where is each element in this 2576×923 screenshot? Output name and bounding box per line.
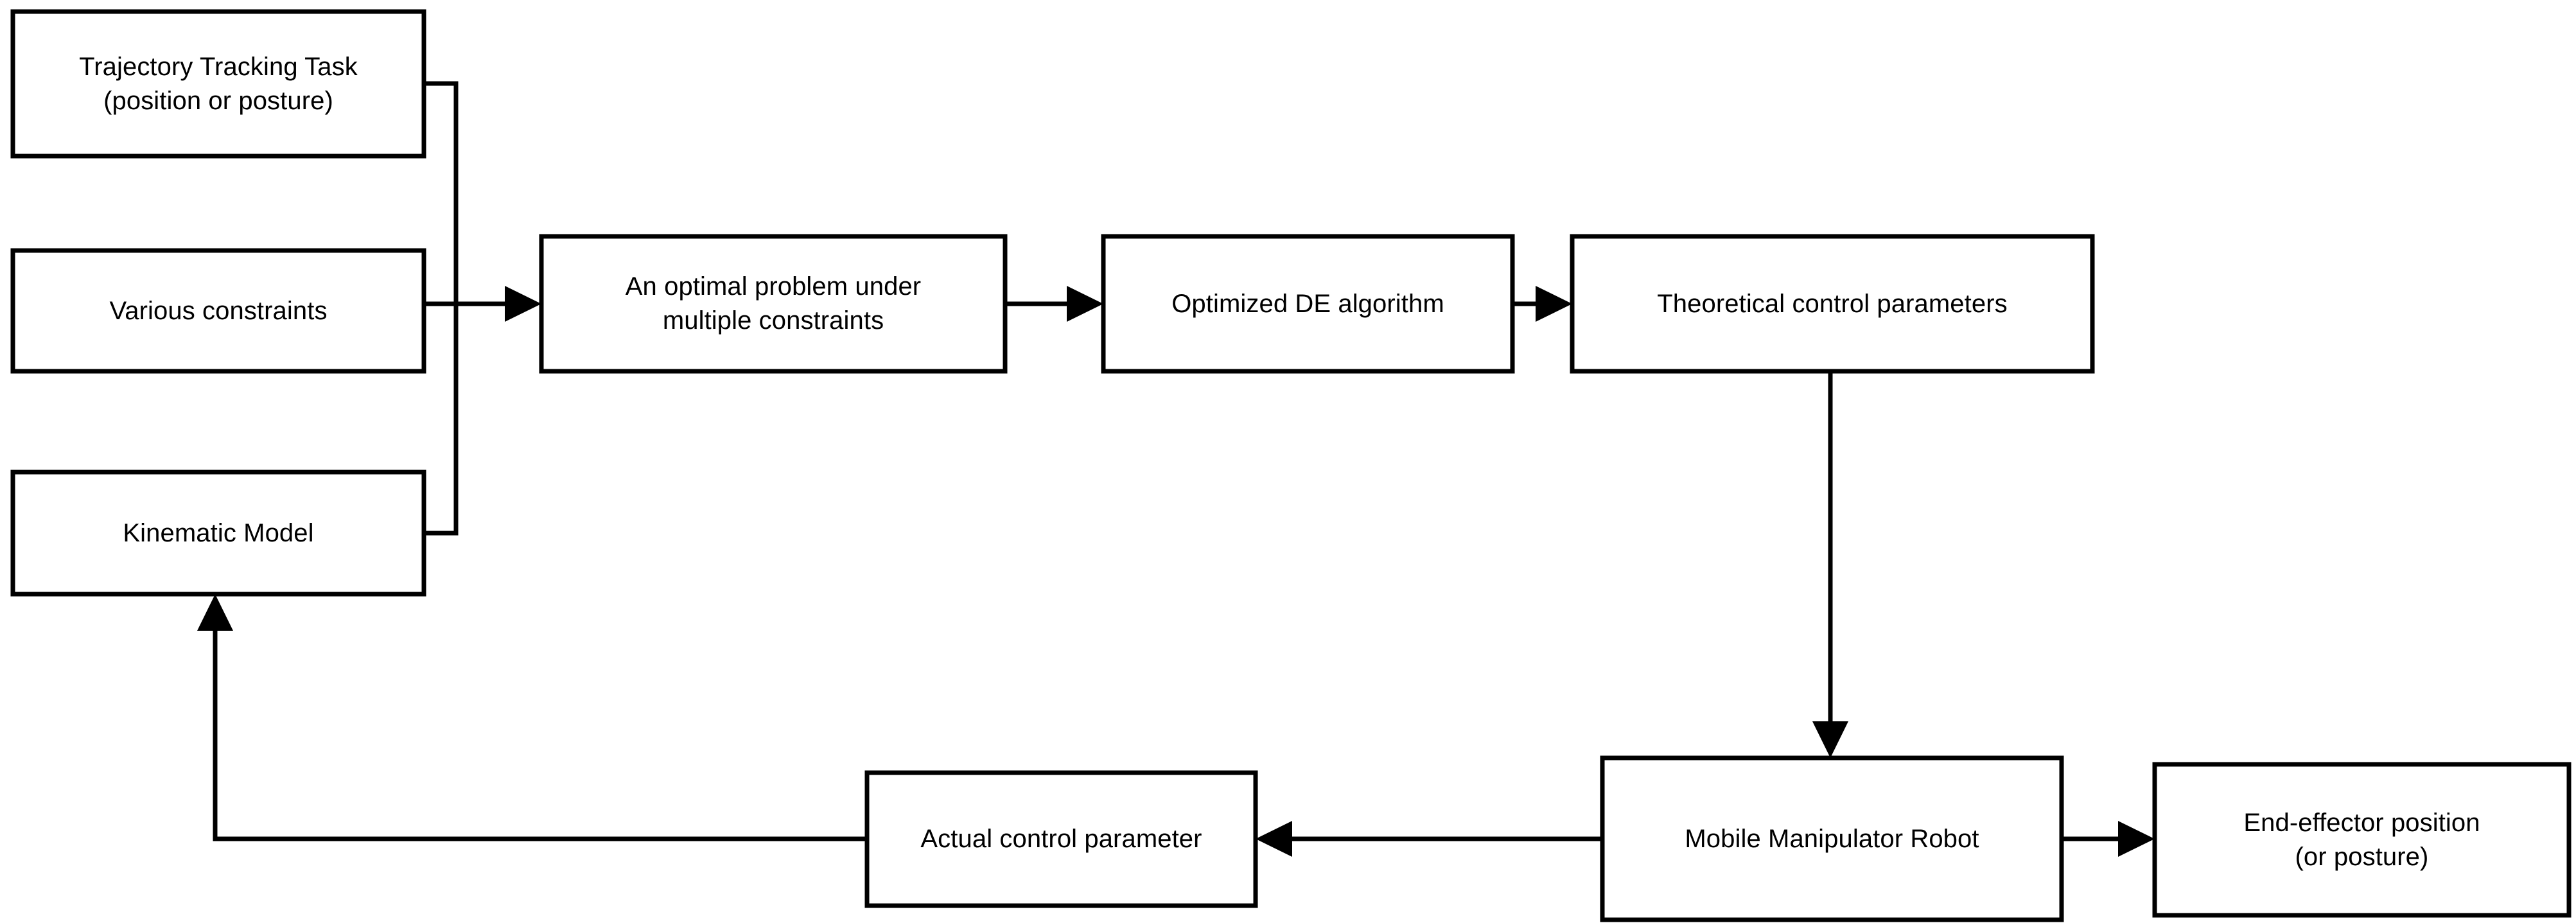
edge-actual-parameter-to-kinematic-model bbox=[213, 622, 867, 841]
arrowhead-optimal-problem-to-de bbox=[1067, 286, 1103, 322]
node-theoretical-control-parameters[interactable] bbox=[1570, 234, 2095, 374]
node-mobile-manipulator-robot[interactable] bbox=[1600, 755, 2064, 922]
arrowhead-robot-to-actual-parameter bbox=[1256, 821, 1292, 857]
node-layer bbox=[10, 9, 2572, 922]
arrowhead-theoretical-to-robot bbox=[1812, 721, 1848, 758]
node-various-constraints[interactable] bbox=[10, 248, 426, 374]
node-kinematic-model[interactable] bbox=[10, 470, 426, 597]
arrowhead-constraints-to-optimal-problem bbox=[505, 286, 541, 322]
node-optimized-de-algorithm[interactable] bbox=[1101, 234, 1515, 374]
arrowhead-actual-parameter-to-kinematic-model bbox=[197, 594, 233, 631]
node-trajectory-tracking-task[interactable] bbox=[10, 9, 426, 159]
node-actual-control-parameter[interactable] bbox=[864, 770, 1258, 908]
node-end-effector-position[interactable] bbox=[2152, 762, 2572, 918]
edge-layer bbox=[197, 81, 2155, 857]
node-optimal-problem[interactable] bbox=[539, 234, 1008, 374]
arrowhead-robot-to-end-effector bbox=[2118, 821, 2155, 857]
arrowhead-de-to-theoretical bbox=[1536, 286, 1572, 322]
